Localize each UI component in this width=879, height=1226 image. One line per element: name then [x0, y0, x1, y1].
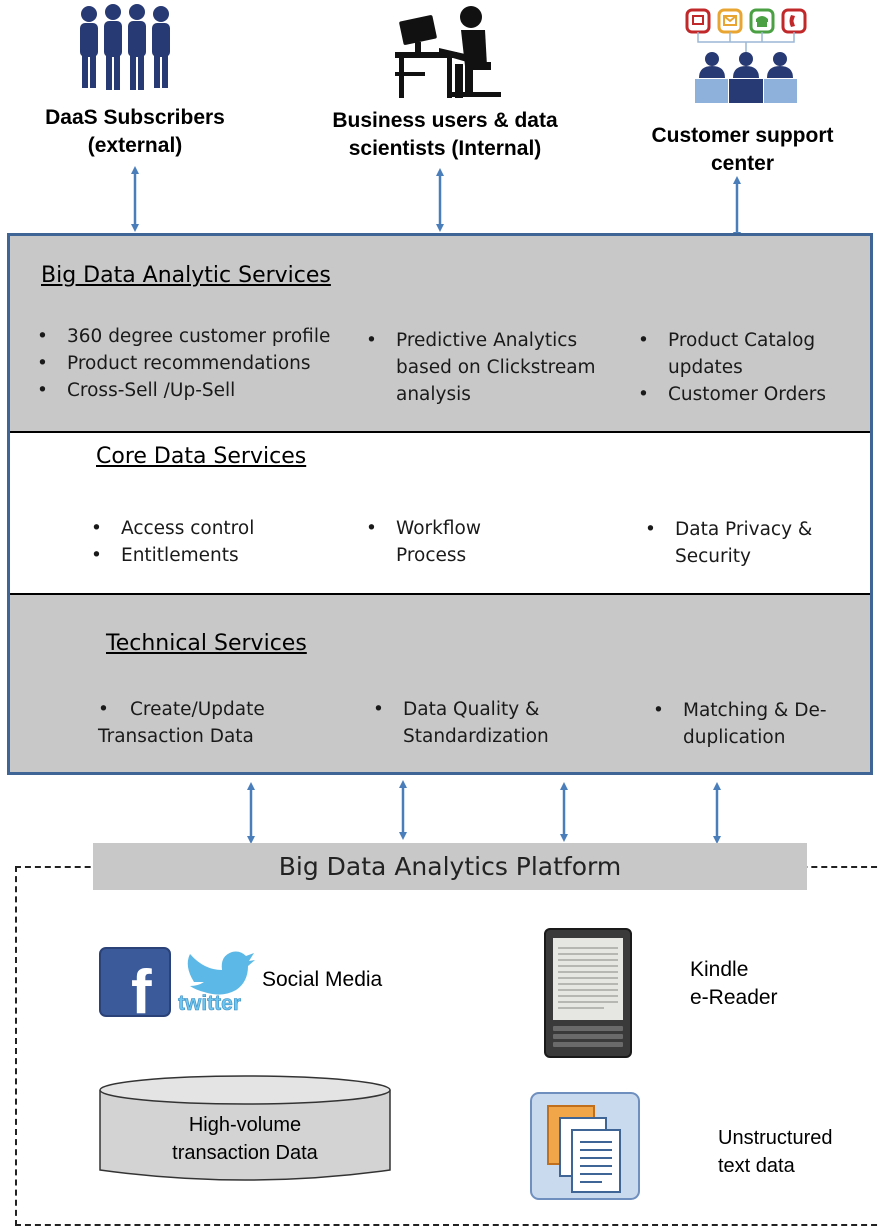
business-users-label: Business users & data scientists (Intern…	[310, 107, 580, 163]
twitter-logo-text: twitter	[178, 992, 241, 1014]
technical-services-col1: •Create/Update Transaction Data	[98, 696, 265, 750]
band-divider	[10, 431, 870, 433]
list-item: •Entitlements	[91, 545, 239, 566]
band-divider	[10, 593, 870, 595]
daas-label-line2: (external)	[87, 134, 183, 157]
bottom-connector-arrows	[247, 780, 721, 844]
list-item: •Customer Orders	[638, 384, 826, 405]
list-item: •Product Catalog	[638, 330, 816, 351]
list-item-continuation: analysis	[396, 384, 471, 405]
list-item: •Access control	[91, 518, 255, 539]
daas-subscribers-actor: DaaS Subscribers (external)	[20, 0, 250, 160]
kindle-label-line1: Kindle	[690, 958, 749, 981]
list-item: •Cross-Sell /Up-Sell	[37, 380, 236, 401]
list-item-text: Product recommendations	[67, 353, 311, 374]
list-item-text: Workflow	[396, 518, 481, 539]
transaction-label-line2: transaction Data	[172, 1142, 318, 1164]
list-item-text: 360 degree customer profile	[67, 326, 331, 347]
analytic-services-col2: •Predictive Analytics based on Clickstre…	[366, 327, 596, 408]
people-group-icon	[80, 4, 170, 90]
list-item-text: Entitlements	[121, 545, 239, 566]
twitter-icon: twitter	[178, 951, 255, 1014]
customer-support-label: Customer support center	[630, 122, 855, 178]
list-item-text: Matching & De-	[683, 700, 827, 721]
unstructured-label-line1: Unstructured	[718, 1127, 833, 1149]
support-label-line1: Customer support	[651, 124, 834, 147]
transaction-data-label: High-volume transaction Data	[98, 1111, 392, 1167]
list-item: •Create/Update	[98, 699, 265, 720]
list-item-text: Access control	[121, 518, 255, 539]
person-at-computer-icon	[395, 6, 501, 98]
contact-channels-icon	[685, 8, 807, 103]
documents-icon	[530, 1092, 640, 1200]
facebook-icon: f	[99, 947, 171, 1017]
customer-support-actor: Customer support center	[630, 0, 855, 180]
social-media-label: Social Media	[262, 968, 383, 991]
list-item-continuation: duplication	[683, 727, 786, 748]
business-users-actor: Business users & data scientists (Intern…	[310, 0, 580, 165]
kindle-label-line2: e-Reader	[690, 986, 778, 1009]
kindle-ereader-icon	[544, 928, 632, 1058]
top-connector-arrows	[131, 166, 741, 240]
list-item: •Data Privacy &	[645, 519, 813, 540]
list-item-text: Customer Orders	[668, 384, 826, 405]
technical-services-band: Technical Services •Create/Update Transa…	[10, 595, 870, 772]
list-item-continuation: based on Clickstream	[396, 357, 596, 378]
list-item: •Matching & De-	[653, 700, 827, 721]
list-item-continuation: Process	[396, 545, 467, 566]
technical-services-col2: •Data Quality & Standardization	[373, 696, 549, 750]
technical-services-col3: •Matching & De- duplication	[653, 697, 827, 751]
list-item: •Predictive Analytics	[366, 330, 578, 351]
list-item-continuation: Standardization	[403, 726, 549, 747]
core-services-col3: •Data Privacy & Security	[645, 516, 812, 570]
core-services-col2: •Workflow Process	[366, 515, 481, 569]
analytic-services-col3: •Product Catalog updates •Customer Order…	[638, 327, 826, 408]
support-label-line2: center	[710, 152, 775, 175]
core-services-col1: •Access control •Entitlements	[91, 515, 254, 569]
list-item-text: Create/Update	[130, 699, 265, 720]
list-item: •Product recommendations	[37, 353, 311, 374]
business-label-line2: scientists (Internal)	[348, 137, 542, 160]
transaction-label-line1: High-volume	[188, 1114, 302, 1136]
business-label-line1: Business users & data	[332, 109, 558, 132]
list-item-continuation: Transaction Data	[98, 726, 254, 747]
technical-services-title: Technical Services	[106, 631, 307, 656]
daas-subscribers-label: DaaS Subscribers (external)	[20, 104, 250, 160]
analytic-services-col1: •360 degree customer profile •Product re…	[37, 323, 330, 404]
platform-title: Big Data Analytics Platform	[278, 852, 622, 881]
list-item-text: Cross-Sell /Up-Sell	[67, 380, 236, 401]
unstructured-text-label: Unstructured text data	[718, 1124, 833, 1180]
unstructured-label-line2: text data	[718, 1155, 795, 1177]
big-data-analytic-services-band: Big Data Analytic Services •360 degree c…	[10, 236, 870, 431]
list-item-text: Predictive Analytics	[396, 330, 578, 351]
list-item: •Data Quality &	[373, 699, 540, 720]
list-item-continuation: updates	[668, 357, 743, 378]
list-item-text: Product Catalog	[668, 330, 816, 351]
services-box: Big Data Analytic Services •360 degree c…	[7, 233, 873, 775]
daas-label-line1: DaaS Subscribers	[45, 106, 225, 129]
big-data-analytic-services-title: Big Data Analytic Services	[41, 263, 331, 288]
core-data-services-title: Core Data Services	[96, 444, 307, 469]
core-data-services-band: Core Data Services •Access control •Enti…	[10, 433, 870, 593]
database-cylinder-icon	[99, 1075, 391, 1181]
list-item-text: Data Privacy &	[675, 519, 813, 540]
list-item-continuation: Security	[675, 546, 751, 567]
kindle-label: Kindle e-Reader	[690, 956, 778, 1012]
list-item: •Workflow	[366, 518, 481, 539]
facebook-logo-text: f	[131, 958, 152, 1017]
list-item: •360 degree customer profile	[37, 326, 331, 347]
list-item-text: Data Quality &	[403, 699, 540, 720]
platform-title-bar	[93, 843, 807, 890]
